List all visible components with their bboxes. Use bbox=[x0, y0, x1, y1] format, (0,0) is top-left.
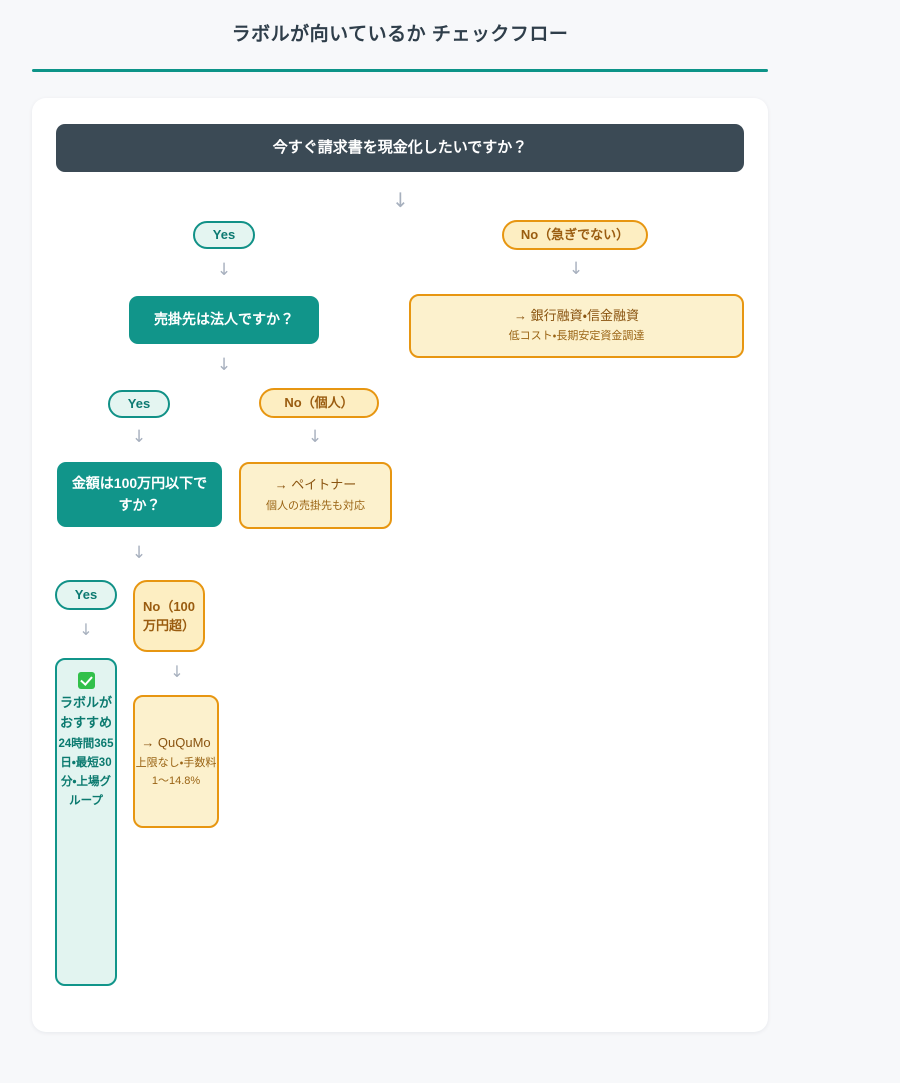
arrow-level2-down: ↓ bbox=[216, 355, 232, 375]
pill-no-over-1m[interactable]: No（100万円超） bbox=[133, 580, 205, 652]
pill-no-not-urgent[interactable]: No（急ぎでない） bbox=[502, 220, 648, 250]
page-header: ラボルが向いているか チェックフロー bbox=[32, 22, 768, 72]
result-box-labol[interactable]: ラボルがおすすめ 24時間365日・最短30分・上場グループ bbox=[55, 658, 117, 986]
question-box-level3[interactable]: 金額は100万円以下ですか？ bbox=[57, 462, 222, 527]
arrow-no-kojin-down: ↓ bbox=[307, 427, 323, 447]
result-labol-sub: 24時間365日・最短30分・上場グループ bbox=[58, 738, 114, 808]
result-ququmo-sub: 上限なし・手数料1〜14.8% bbox=[135, 757, 217, 787]
root-question-label: 今すぐ請求書を現金化したいですか？ bbox=[272, 139, 528, 157]
result-box-bank-loan[interactable]: → 銀行融資・信金融資 低コスト・長期安定資金調達 bbox=[409, 294, 744, 358]
arrow-no-not-urgent-down: ↓ bbox=[568, 259, 584, 279]
pill-no-kojin[interactable]: No（個人） bbox=[259, 388, 379, 418]
arrow-yes-level3-down: ↓ bbox=[79, 620, 93, 639]
arrow-yes-level2-down: ↓ bbox=[131, 427, 147, 447]
result-ququmo-title: → QuQuMo bbox=[141, 734, 211, 750]
white-check-mark-icon bbox=[77, 672, 95, 689]
result-paytner-title: → ペイトナー bbox=[274, 477, 357, 493]
arrow-yes-level1-down: ↓ bbox=[216, 260, 232, 280]
question-box-level2[interactable]: 売掛先は法人ですか？ bbox=[129, 296, 319, 344]
arrow-root-down: ↓ bbox=[392, 188, 409, 212]
result-labol-title: ラボルがおすすめ bbox=[59, 695, 112, 731]
pill-yes-level2[interactable]: Yes bbox=[108, 390, 170, 418]
arrow-no-over-1m-down: ↓ bbox=[170, 662, 184, 681]
page-title: ラボルが向いているか チェックフロー bbox=[231, 24, 569, 45]
header-accent-rule bbox=[32, 68, 768, 72]
result-bank-title: → 銀行融資・信金融資 bbox=[513, 307, 640, 323]
root-question-box[interactable]: 今すぐ請求書を現金化したいですか？ bbox=[56, 124, 744, 172]
pill-yes-level3[interactable]: Yes bbox=[55, 580, 117, 610]
result-box-ququmo[interactable]: → QuQuMo 上限なし・手数料1〜14.8% bbox=[133, 695, 219, 828]
result-box-paytner[interactable]: → ペイトナー 個人の売掛先も対応 bbox=[239, 462, 392, 529]
result-paytner-sub: 個人の売掛先も対応 bbox=[266, 499, 365, 512]
arrow-level3-down: ↓ bbox=[131, 543, 147, 563]
pill-yes-level1[interactable]: Yes bbox=[193, 221, 255, 249]
result-bank-sub: 低コスト・長期安定資金調達 bbox=[508, 330, 645, 343]
flowchart-card: 今すぐ請求書を現金化したいですか？ ↓ Yes ↓ 売掛先は法人ですか？ ↓ Y… bbox=[32, 98, 768, 1032]
